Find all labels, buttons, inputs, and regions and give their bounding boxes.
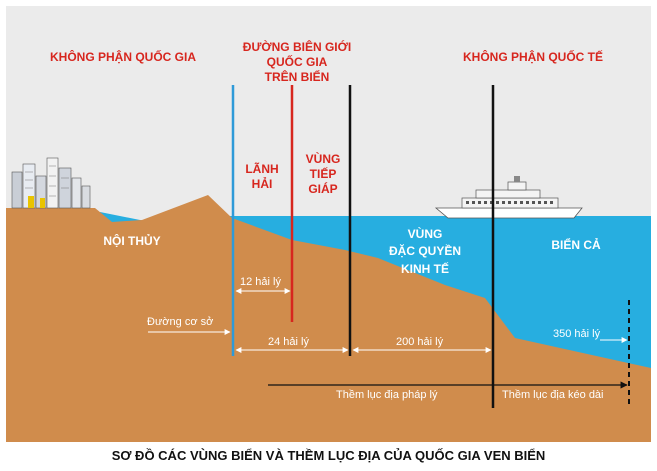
baseline-label: Đường cơ sở — [147, 316, 214, 328]
national-border-label-line2: QUỐC GIA — [266, 55, 328, 69]
international-airspace-label: KHÔNG PHẬN QUỐC TẾ — [462, 50, 603, 64]
eez-label-line2: ĐẶC QUYỀN — [388, 244, 461, 259]
national-border-label: ĐƯỜNG BIÊN GIỚI QUỐC GIA TRÊN BIỂN — [222, 40, 372, 85]
nm12-label: 12 hải lý — [240, 276, 281, 288]
diagram-caption: SƠ ĐỒ CÁC VÙNG BIỂN VÀ THỀM LỤC ĐỊA CỦA … — [111, 448, 546, 463]
eez-label-line1: VÙNG — [407, 227, 443, 241]
territorial-sea-label-line2: HẢI — [251, 177, 273, 191]
extended-shelf-label: Thềm lục địa kéo dài — [502, 389, 604, 401]
territorial-sea-label: LÃNH HẢI — [242, 162, 282, 192]
city-skyline-icon — [11, 157, 91, 209]
ship-icon — [434, 176, 583, 219]
contiguous-zone-label: VÙNG TIẾP GIÁP — [300, 152, 346, 197]
contiguous-zone-label-line1: VÙNG — [305, 152, 341, 166]
contiguous-zone-label-line2: TIẾP — [309, 167, 337, 181]
eez-label-line3: KINH TẾ — [401, 261, 449, 276]
contiguous-zone-label-line3: GIÁP — [308, 182, 338, 196]
nm24-label: 24 hải lý — [268, 336, 309, 348]
nm200-label: 200 hải lý — [396, 336, 444, 348]
nm350-label: 350 hải lý — [553, 328, 601, 340]
high-seas-label: BIỂN CẢ — [551, 238, 601, 252]
internal-waters-label: NỘI THỦY — [103, 234, 161, 248]
eez-label: VÙNG ĐẶC QUYỀN KINH TẾ — [370, 226, 480, 278]
national-border-label-line1: ĐƯỜNG BIÊN GIỚI — [242, 40, 352, 54]
territorial-sea-label-line1: LÃNH — [245, 162, 279, 176]
legal-shelf-label: Thềm lục địa pháp lý — [336, 389, 438, 401]
national-airspace-label: KHÔNG PHẬN QUỐC GIA — [49, 50, 196, 64]
land-and-seabed — [6, 195, 651, 442]
national-border-label-line3: TRÊN BIỂN — [264, 70, 330, 84]
